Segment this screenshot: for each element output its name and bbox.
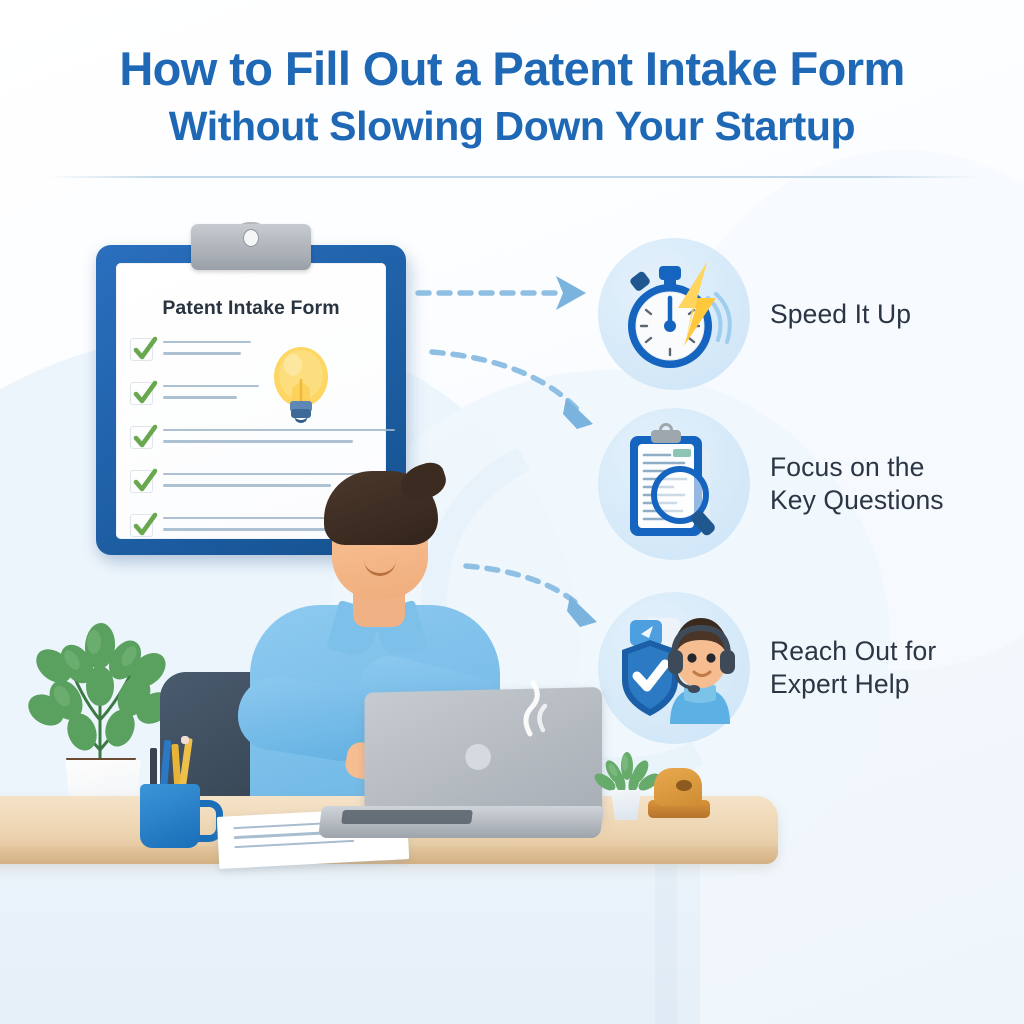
form-title: Patent Intake Form (162, 297, 340, 319)
checkbox-checked-icon[interactable] (130, 336, 158, 361)
clipboard-paper: Patent Intake Form (116, 263, 395, 539)
mug-body (140, 784, 200, 848)
clipboard-magnifier-icon (618, 422, 734, 553)
laptop-logo (465, 743, 491, 770)
form-line (163, 341, 251, 344)
form-line (163, 429, 395, 432)
lightbulb-icon (268, 343, 334, 435)
wooden-desk-ornament (648, 768, 710, 822)
laptop-keyboard[interactable] (341, 810, 473, 824)
form-line (163, 528, 349, 531)
checklist-row[interactable] (130, 380, 376, 415)
header: How to Fill Out a Patent Intake Form Wit… (0, 0, 1024, 148)
benefit-label-speed: Speed It Up (770, 298, 912, 329)
stopwatch-lightning-icon (612, 250, 738, 383)
form-line (163, 473, 381, 476)
arrow-path-2 (429, 349, 581, 413)
checklist-row[interactable] (130, 512, 381, 547)
benefit-label-expert: Reach Out for Expert Help (770, 636, 937, 699)
checkbox-checked-icon[interactable] (130, 512, 158, 537)
paper-line (234, 839, 355, 849)
clipboard-clip-hole (243, 229, 259, 247)
benefit-icon-circle (598, 592, 750, 744)
benefit-icon-circle (598, 238, 750, 390)
page-title-line2: Without Slowing Down Your Startup (168, 102, 856, 149)
checklist-row[interactable] (130, 336, 376, 371)
checklist (130, 336, 395, 557)
checklist-row-lines (163, 469, 381, 496)
patent-intake-form-clipboard: Patent Intake Form (96, 222, 416, 567)
benefit-item-focus[interactable]: Focus on the Key Questions (598, 408, 944, 560)
checklist-row-lines (163, 381, 376, 408)
form-line (163, 517, 381, 520)
benefit-item-speed[interactable]: Speed It Up (598, 238, 911, 390)
shield-support-agent-icon (608, 606, 740, 737)
benefit-label-focus: Focus on the Key Questions (770, 452, 944, 515)
pen-cup-mug (140, 736, 223, 848)
checklist-row-lines (163, 337, 376, 364)
page-title-line1: How to Fill Out a Patent Intake Form (119, 42, 905, 95)
checklist-row-lines (163, 425, 395, 452)
checkbox-checked-icon[interactable] (130, 424, 158, 449)
form-line (163, 440, 353, 443)
form-line (163, 385, 259, 388)
checkbox-checked-icon[interactable] (130, 380, 158, 405)
form-line (163, 352, 241, 355)
desk-backdrop (0, 862, 700, 1024)
arrow-head-2 (563, 398, 593, 429)
checklist-row-lines (163, 513, 381, 540)
pencil-eraser (181, 736, 189, 744)
ornament-detail (676, 780, 692, 791)
person-smile (364, 559, 396, 576)
small-succulent (594, 752, 660, 820)
header-divider (46, 176, 978, 178)
checkbox-checked-icon[interactable] (130, 468, 158, 493)
form-line (163, 396, 237, 399)
laptop-screen-back (364, 687, 603, 821)
checklist-row[interactable] (130, 424, 395, 459)
form-line (163, 484, 331, 487)
desk-leg (655, 862, 677, 1024)
steam-wisp (523, 680, 548, 737)
arrow-head-1 (556, 276, 586, 310)
checklist-row[interactable] (130, 468, 381, 503)
benefit-icon-circle (598, 408, 750, 560)
benefit-item-expert[interactable]: Reach Out for Expert Help (598, 592, 936, 744)
clipboard-board: Patent Intake Form (96, 222, 406, 555)
pen-dark (150, 748, 157, 792)
succulent-pot (610, 790, 642, 820)
